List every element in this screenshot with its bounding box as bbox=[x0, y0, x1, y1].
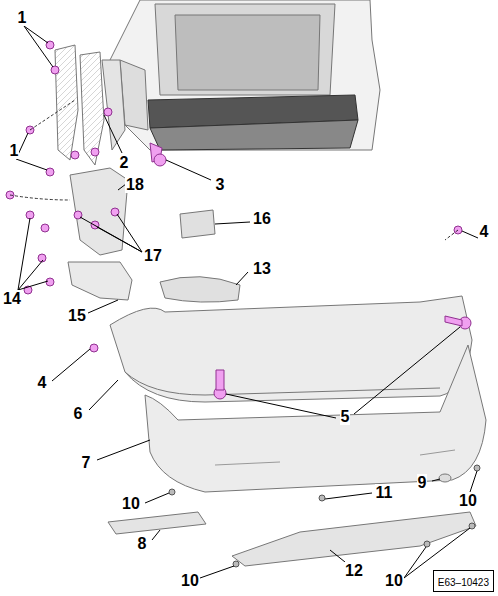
callout-number: 5 bbox=[340, 408, 351, 425]
callout-number: 10 bbox=[458, 492, 478, 509]
callout-number: 16 bbox=[252, 210, 272, 227]
callout-number: 14 bbox=[2, 290, 22, 307]
callout-number: 15 bbox=[67, 307, 87, 324]
callout-number: 3 bbox=[215, 176, 226, 193]
callout-number: 4 bbox=[37, 374, 48, 391]
callout-number: 10 bbox=[180, 572, 200, 589]
callout-number: 13 bbox=[252, 260, 272, 277]
callout-number: 10 bbox=[384, 572, 404, 589]
callout-number: 18 bbox=[125, 176, 145, 193]
figure-id-box: E63–10423 bbox=[433, 570, 494, 592]
callout-number: 1 bbox=[9, 142, 20, 159]
callout-number: 8 bbox=[137, 535, 148, 552]
callout-number: 2 bbox=[119, 154, 130, 171]
callout-number: 4 bbox=[479, 223, 490, 240]
callout-number: 9 bbox=[417, 474, 428, 491]
callout-number: 6 bbox=[73, 405, 84, 422]
callout-number: 11 bbox=[375, 484, 394, 501]
callout-number: 12 bbox=[344, 562, 364, 579]
callout-number: 10 bbox=[121, 495, 141, 512]
figure-id: E63–10423 bbox=[438, 577, 489, 588]
callout-number: 17 bbox=[143, 247, 163, 264]
callout-number: 1 bbox=[17, 9, 28, 26]
callout-number: 7 bbox=[81, 454, 92, 471]
